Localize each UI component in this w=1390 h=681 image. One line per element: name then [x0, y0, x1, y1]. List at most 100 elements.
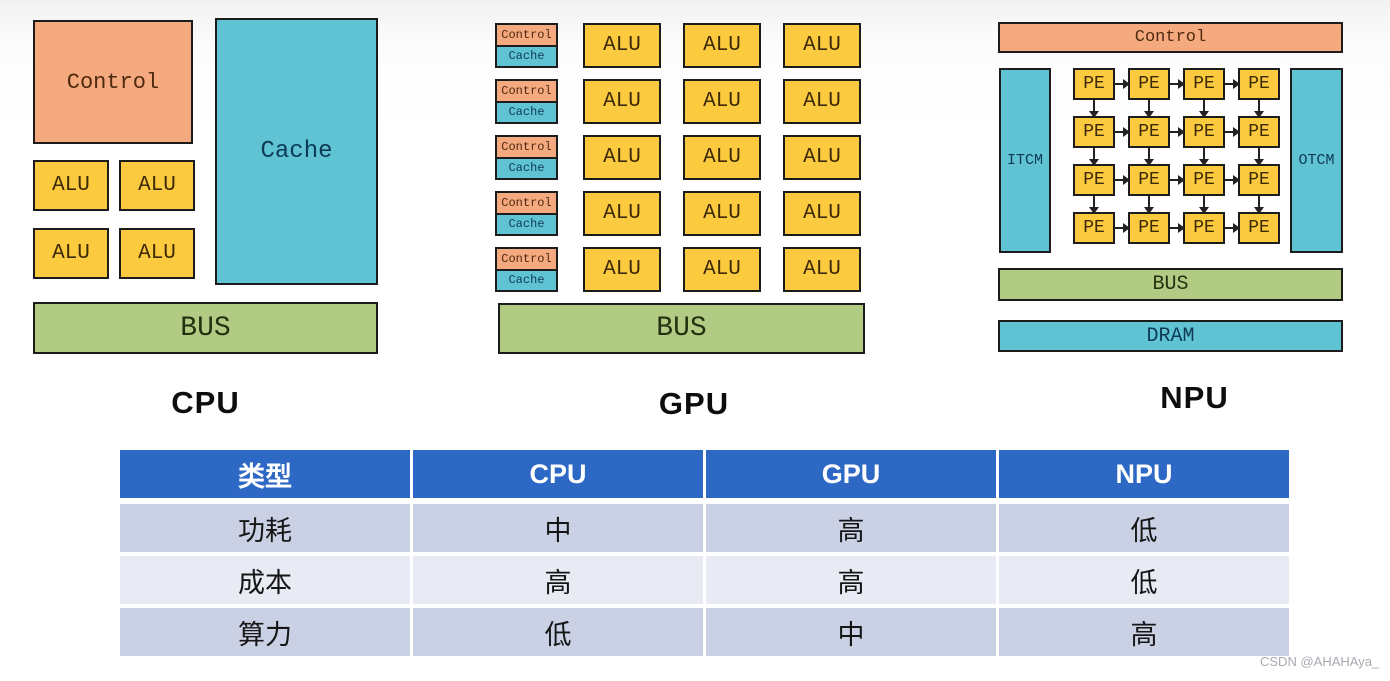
gpu-alu-box: ALU — [583, 135, 661, 180]
table-cell: 中 — [706, 608, 996, 656]
npu-control-bar: Control — [998, 22, 1343, 53]
npu-pe-box: PE — [1073, 164, 1115, 196]
npu-pe-box: PE — [1128, 164, 1170, 196]
table-header-cell: 类型 — [120, 450, 410, 498]
gpu-alu-box: ALU — [783, 135, 861, 180]
table-cell: 高 — [413, 556, 703, 604]
gpu-cache-box: Cache — [497, 46, 556, 66]
gpu-cache-box: Cache — [497, 214, 556, 234]
arrow-down-icon — [1073, 196, 1115, 214]
table-header-cell: CPU — [413, 450, 703, 498]
cpu-diagram: Control Cache ALU ALU ALU ALU BUS CPU — [33, 18, 378, 438]
table-cell: 高 — [706, 556, 996, 604]
npu-pe-box: PE — [1238, 68, 1280, 100]
arrow-down-icon — [1183, 100, 1225, 118]
npu-pe-box: PE — [1128, 116, 1170, 148]
arrow-right-icon — [1170, 116, 1185, 148]
arrow-down-icon — [1128, 148, 1170, 166]
cpu-cache-box: Cache — [215, 18, 378, 285]
gpu-alu-box: ALU — [683, 79, 761, 124]
npu-pe-box: PE — [1128, 68, 1170, 100]
npu-pe-box: PE — [1238, 212, 1280, 244]
gpu-control-box: Control — [497, 81, 556, 103]
arrow-down-icon — [1238, 100, 1280, 118]
table-cell: 低 — [999, 504, 1289, 552]
arrow-right-icon — [1115, 164, 1130, 196]
cpu-control-box: Control — [33, 20, 193, 144]
cpu-alu-box: ALU — [119, 228, 195, 279]
gpu-alu-box: ALU — [683, 191, 761, 236]
arrow-down-icon — [1073, 100, 1115, 118]
npu-dram-bar: DRAM — [998, 320, 1343, 352]
gpu-control-box: Control — [497, 25, 556, 47]
gpu-label: GPU — [658, 386, 730, 421]
npu-pe-box: PE — [1073, 212, 1115, 244]
npu-pe-box: PE — [1073, 68, 1115, 100]
arrow-right-icon — [1170, 164, 1185, 196]
gpu-control-box: Control — [497, 249, 556, 271]
table-cell: 算力 — [120, 608, 410, 656]
npu-itcm-box: ITCM — [999, 68, 1051, 253]
gpu-alu-box: ALU — [783, 23, 861, 68]
arrow-down-icon — [1128, 100, 1170, 118]
arrow-right-icon — [1115, 116, 1130, 148]
table-cell: 高 — [706, 504, 996, 552]
table-row: 算力低中高 — [120, 608, 1289, 656]
arrow-right-icon — [1225, 164, 1240, 196]
arrow-right-icon — [1170, 212, 1185, 244]
gpu-control-box: Control — [497, 193, 556, 215]
cpu-alu-box: ALU — [33, 228, 109, 279]
table-row: 功耗中高低 — [120, 504, 1289, 552]
gpu-alu-box: ALU — [583, 79, 661, 124]
gpu-control-box: Control — [497, 137, 556, 159]
arrow-right-icon — [1115, 68, 1130, 100]
table-row: 成本高高低 — [120, 556, 1289, 604]
cpu-label: CPU — [171, 385, 240, 420]
gpu-alu-box: ALU — [683, 23, 761, 68]
watermark-text: CSDN @AHAHAya_ — [1260, 654, 1380, 669]
gpu-alu-box: ALU — [683, 135, 761, 180]
npu-pe-box: PE — [1183, 116, 1225, 148]
table-cell: 高 — [999, 608, 1289, 656]
table-header-cell: GPU — [706, 450, 996, 498]
gpu-alu-box: ALU — [783, 247, 861, 292]
gpu-cache-box: Cache — [497, 270, 556, 290]
npu-label: NPU — [1160, 380, 1229, 415]
arrow-down-icon — [1238, 196, 1280, 214]
table-cell: 中 — [413, 504, 703, 552]
npu-pe-box: PE — [1183, 164, 1225, 196]
gpu-bus-bar: BUS — [498, 303, 865, 354]
table-body: 功耗中高低成本高高低算力低中高 — [120, 504, 1289, 656]
npu-pe-box: PE — [1073, 116, 1115, 148]
gpu-alu-box: ALU — [583, 247, 661, 292]
gpu-alu-box: ALU — [783, 79, 861, 124]
npu-bus-bar: BUS — [998, 268, 1343, 301]
npu-pe-box: PE — [1183, 212, 1225, 244]
npu-pe-box: PE — [1128, 212, 1170, 244]
gpu-alu-box: ALU — [783, 191, 861, 236]
npu-pe-box: PE — [1183, 68, 1225, 100]
arrow-right-icon — [1225, 116, 1240, 148]
npu-pe-box: PE — [1238, 164, 1280, 196]
cpu-alu-box: ALU — [33, 160, 109, 211]
arrow-down-icon — [1183, 148, 1225, 166]
npu-pe-box: PE — [1238, 116, 1280, 148]
npu-pe-grid: PE PE PE PE PE PE PE PE PE PE PE PE PE PE PE PE — [1073, 68, 1280, 244]
arrow-right-icon — [1225, 212, 1240, 244]
table-header-cell: NPU — [999, 450, 1289, 498]
npu-otcm-box: OTCM — [1290, 68, 1343, 253]
cpu-bus-bar: BUS — [33, 302, 378, 354]
arrow-down-icon — [1073, 148, 1115, 166]
